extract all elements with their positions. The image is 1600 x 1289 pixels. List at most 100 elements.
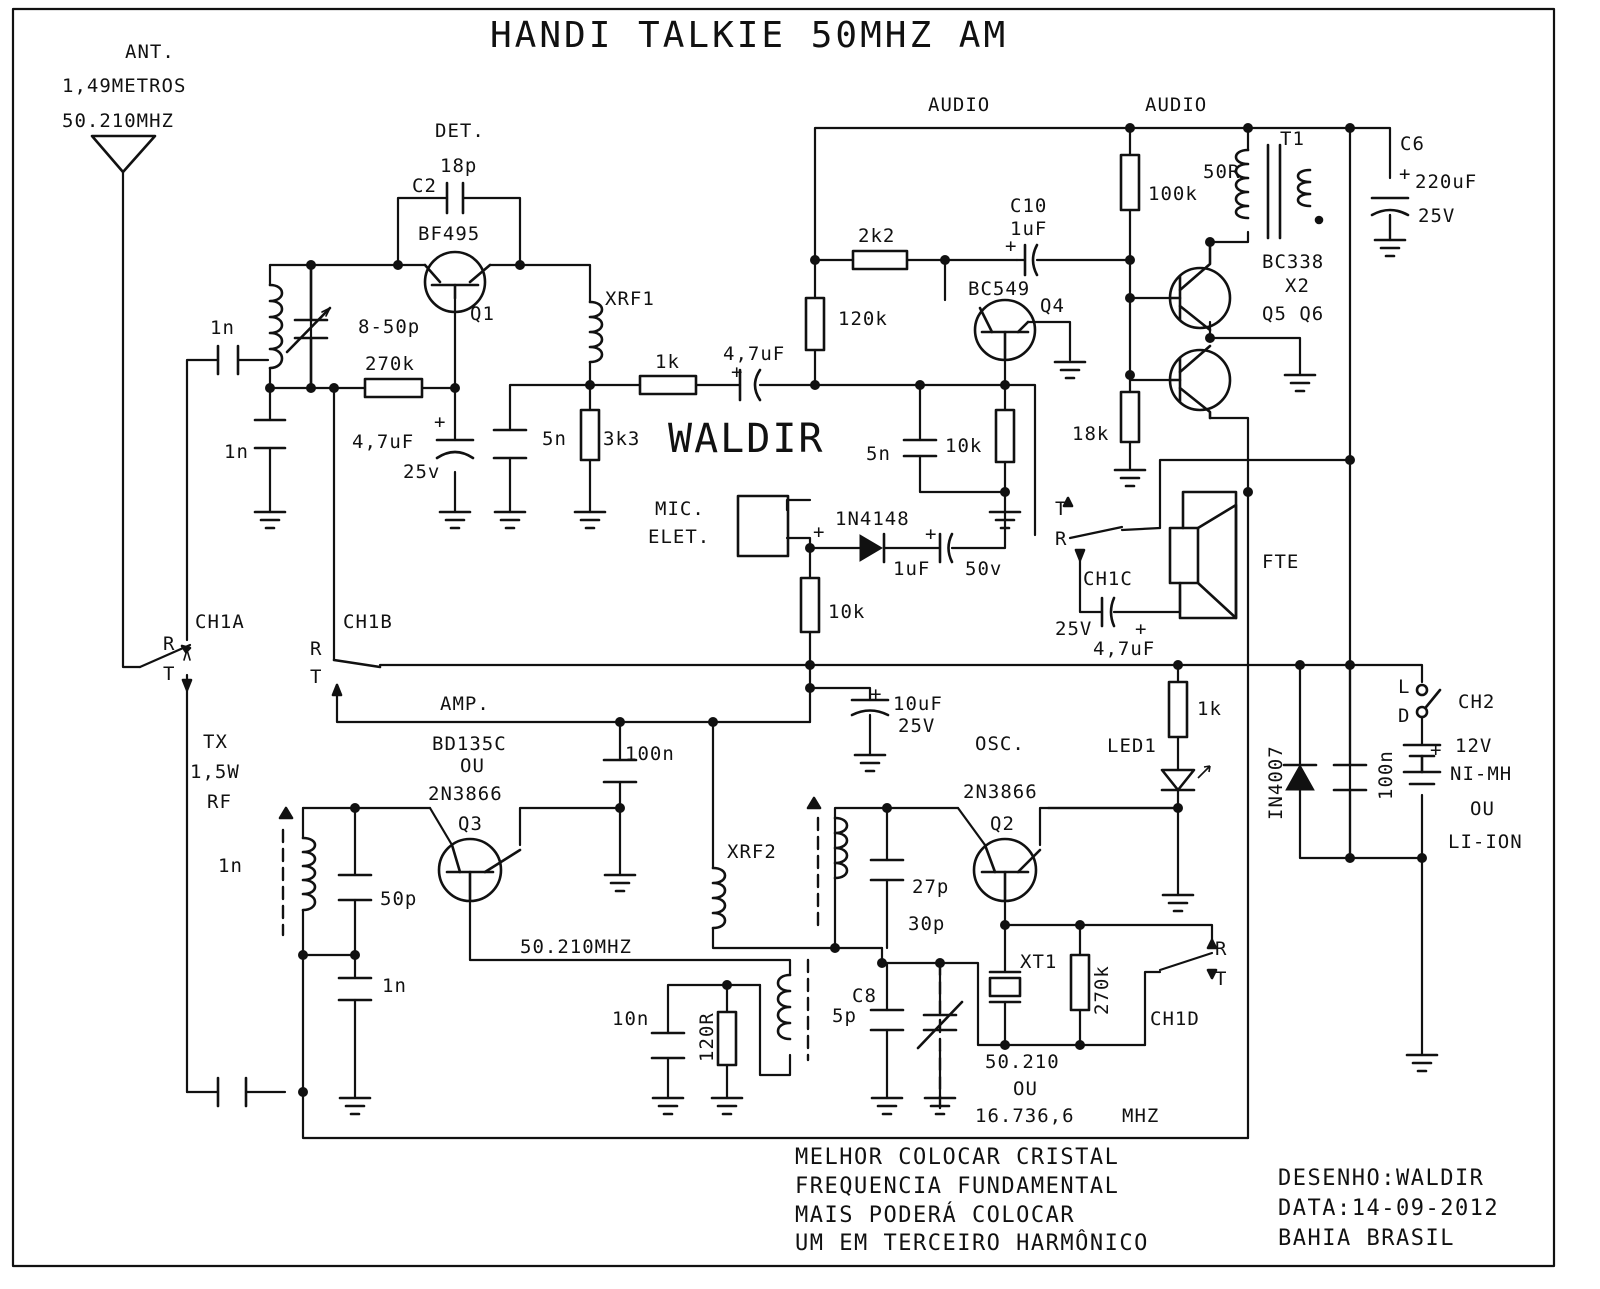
junction-dot <box>1000 1040 1010 1050</box>
ground <box>853 753 887 773</box>
label-xtal-freq-3: 16.736,6 <box>975 1105 1075 1127</box>
junction-dot <box>1417 853 1427 863</box>
transistor-q3 <box>437 837 522 903</box>
label-battery-ou: OU <box>1470 798 1495 820</box>
capacitor-ch1c-4u7 <box>1100 596 1116 628</box>
antenna-length: 1,49METROS <box>62 75 186 97</box>
junction-dot <box>306 260 316 270</box>
tx-label: TX <box>203 731 228 753</box>
junction-dot <box>329 383 339 393</box>
label-ch1a: CH1A <box>195 611 245 633</box>
svg-text:+: + <box>731 361 743 383</box>
ground <box>603 873 637 893</box>
label-q3: Q3 <box>458 813 483 835</box>
section-osc: OSC. <box>975 733 1025 755</box>
ground <box>493 510 527 530</box>
resistor-2k2 <box>851 249 909 271</box>
junction-dot <box>1345 455 1355 465</box>
junction-dot <box>1075 920 1085 930</box>
label-1k-led: 1k <box>1197 698 1222 720</box>
switches <box>180 496 1442 980</box>
junction-dot <box>915 380 925 390</box>
capacitor-100n-supply <box>1332 763 1368 792</box>
label-ch1d-t: T <box>1215 968 1227 990</box>
transistor-q6 <box>1168 344 1232 420</box>
capacitor-5n-det <box>492 428 528 460</box>
resistor-120r <box>716 1010 738 1067</box>
ground <box>1405 1053 1439 1073</box>
resistor-18k <box>1119 390 1141 444</box>
label-q3-part-3: 2N3866 <box>428 783 503 805</box>
resistor-1k <box>638 374 698 396</box>
junction-dot <box>805 683 815 693</box>
junction-dot <box>615 717 625 727</box>
capacitor-4u7-det <box>435 438 475 460</box>
coil-xrf2 <box>711 866 727 930</box>
junction-dot <box>515 260 525 270</box>
resistor-1k-led <box>1167 680 1189 739</box>
svg-text:+: + <box>1399 163 1411 185</box>
coil-t1-secondary <box>1296 168 1312 208</box>
diode-in4007 <box>1282 763 1318 791</box>
junction-dot <box>1345 123 1355 133</box>
label-ch1b-r: R <box>310 638 322 660</box>
label-3k3: 3k3 <box>603 428 640 450</box>
label-10n: 10n <box>612 1008 649 1030</box>
junction-dot <box>877 958 887 968</box>
junction-dot <box>1125 255 1135 265</box>
label-4u7-c: 4,7uF <box>1093 638 1155 660</box>
label-xtal-freq-1: 50.210 <box>985 1051 1060 1073</box>
inductors <box>268 148 1312 1041</box>
junctions <box>265 123 1427 1097</box>
label-mic-2: ELET. <box>648 526 710 548</box>
note-line-4: UM EM TERCEIRO HARMÔNICO <box>795 1230 1149 1256</box>
label-5n-b: 5n <box>866 443 891 465</box>
trimmer-8-50p <box>285 263 332 390</box>
label-1n-tx: 1n <box>218 855 243 877</box>
ground <box>1283 373 1317 393</box>
transistor-q2 <box>972 837 1042 903</box>
junction-dot <box>1243 123 1253 133</box>
label-ch1a-t: T <box>163 663 175 685</box>
junction-dot <box>1173 803 1183 813</box>
label-x2: X2 <box>1285 275 1310 297</box>
label-27p: 27p <box>912 876 949 898</box>
label-10u: 10uF <box>893 693 943 715</box>
ground <box>573 510 607 530</box>
junction-dot <box>1345 853 1355 863</box>
coil-osc-tank <box>833 816 849 880</box>
grounds <box>253 238 1439 1116</box>
note-line-3: MAIS PODERÁ COLOCAR <box>795 1202 1075 1228</box>
label-freq-line: 50.210MHZ <box>520 936 632 958</box>
ground <box>923 1096 957 1116</box>
tx-rf: RF <box>207 791 232 813</box>
capacitor-4u7-coupling <box>738 368 762 402</box>
credit-location: BAHIA BRASIL <box>1278 1226 1455 1251</box>
capacitor-1n-ant <box>216 344 240 376</box>
junction-dot <box>1000 920 1010 930</box>
junction-dot <box>350 950 360 960</box>
resistor-10k-mic <box>799 576 821 634</box>
label-30p: 30p <box>908 913 945 935</box>
resistor-270k-det <box>363 377 424 399</box>
antenna-freq: 50.210MHZ <box>62 110 174 132</box>
label-100n-b: 100n <box>1375 750 1397 800</box>
svg-text:+: + <box>434 411 446 433</box>
note-line-1: MELHOR COLOCAR CRISTAL <box>795 1145 1119 1170</box>
label-5n-a: 5n <box>542 428 567 450</box>
label-mic-1: MIC. <box>655 498 705 520</box>
label-battery-alt: LI-ION <box>1448 831 1523 853</box>
junction-dot <box>810 380 820 390</box>
junction-dot <box>306 383 316 393</box>
section-det: DET. <box>435 120 485 142</box>
border-frame <box>11 7 1556 1268</box>
label-bc338: BC338 <box>1262 251 1324 273</box>
label-270k-b: 270k <box>1091 965 1113 1015</box>
label-50p: 50p <box>380 888 417 910</box>
transistor-q1 <box>423 250 492 314</box>
label-q2-part: 2N3866 <box>963 781 1038 803</box>
label-1n4148: 1N4148 <box>835 508 910 530</box>
junction-dot <box>708 717 718 727</box>
resistor-120k <box>804 296 826 352</box>
capacitor-1n-tx <box>216 1076 248 1108</box>
